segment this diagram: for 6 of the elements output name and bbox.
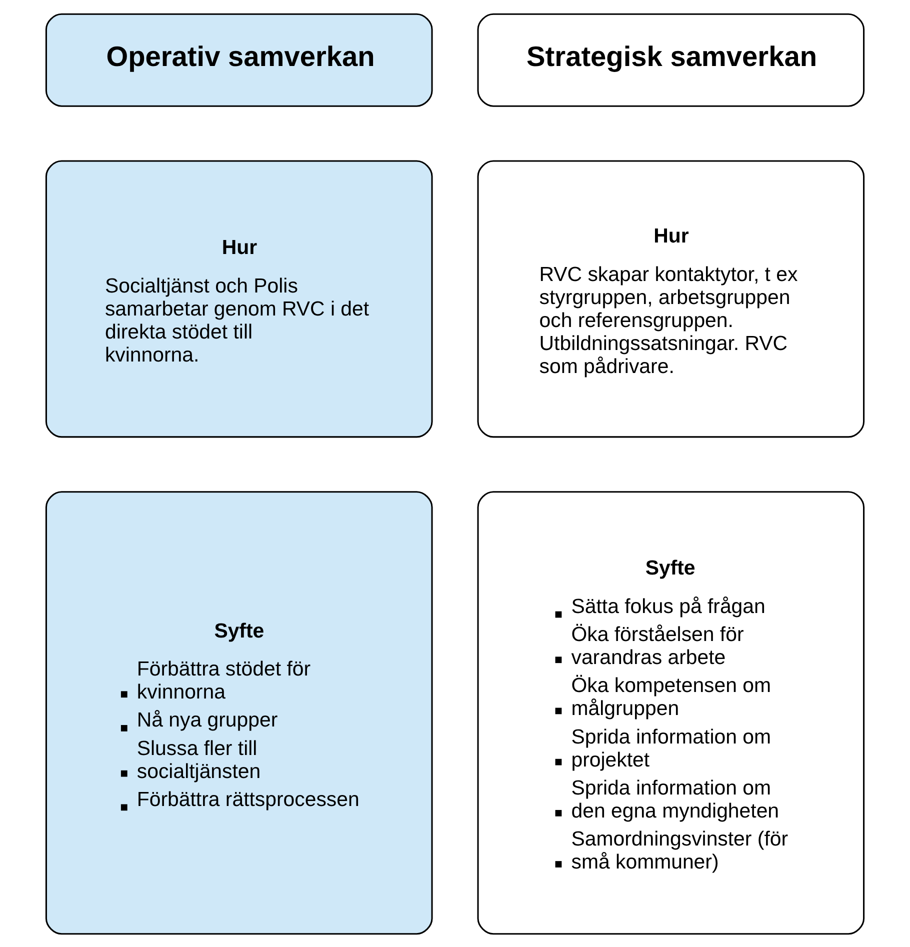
node-box: Hur RVC skapar kontaktytor, t ex styrgruppen, arbetsgruppen och referensgruppen. Utbildningssatsningar. RVC som pådrivare. [477,160,865,438]
node-box: Syfte Sätta fokus på frågan Öka förståelsen för varandras arbete Öka kompetensen om målgruppen Sprida information om projektet Sprida information om den egna myndigheten Samordningsvinster (för små kommuner) [477,490,865,934]
node-box: Operativ samverkan [45,12,433,106]
node-box: Syfte Förbättra stödet för kvinnorna Nå nya grupper Slussa fler till socialtjänsten Förbättra rättsprocessen [45,490,433,934]
node-box: Hur Socialtjänst och Polis samarbetar genom RVC i det direkta stödet till kvinnorna. [45,160,433,438]
node-box: Strategisk samverkan [477,12,865,106]
